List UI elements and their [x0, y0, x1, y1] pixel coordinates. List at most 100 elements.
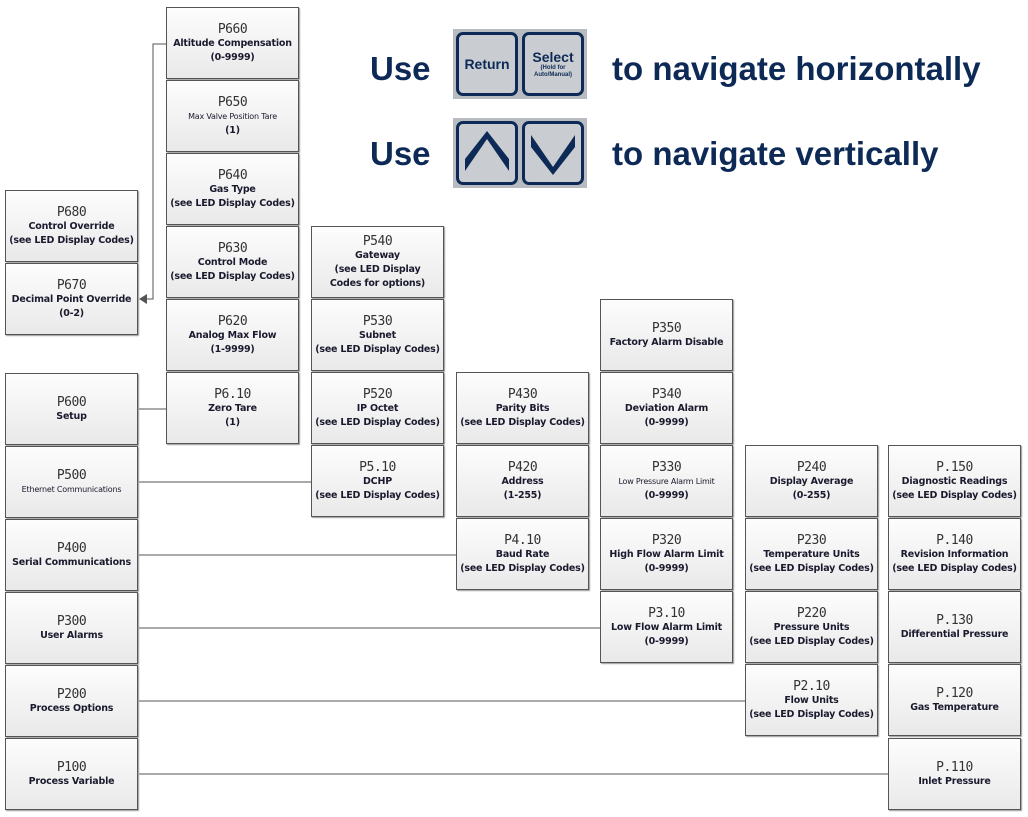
parameter-code: P.150 [936, 459, 973, 475]
parameter-code: P320 [651, 532, 682, 548]
parameter-range: (see LED Display Codes) [315, 343, 440, 355]
parameter-title: Process Options [29, 702, 114, 714]
parameter-title: Factory Alarm Disable [609, 336, 724, 348]
select-key-sub: (Hold for Auto/Manual) [534, 65, 572, 78]
parameter-code: P100 [56, 759, 87, 775]
parameter-code: P430 [507, 386, 538, 402]
parameter-code: P300 [56, 613, 87, 629]
parameter-code: P630 [217, 240, 248, 256]
vertical-text: to navigate vertically [612, 135, 939, 172]
parameter-code: P.120 [936, 685, 973, 701]
parameter-range: (see LED Display Codes) [170, 197, 295, 209]
parameter-code: P670 [56, 277, 87, 293]
parameter-title: Diagnostic Readings [901, 475, 1008, 487]
use-label-1: Use [370, 50, 431, 87]
parameter-title: Decimal Point Override [11, 293, 132, 305]
parameter-title: Process Variable [28, 775, 115, 787]
select-key: Select(Hold for Auto/Manual) [522, 32, 584, 96]
parameter-code: P220 [796, 605, 827, 621]
parameter-range: (0-9999) [644, 489, 689, 501]
parameter-range: (0-9999) [644, 635, 689, 647]
parameter-code: P200 [56, 686, 87, 702]
parameter-range: (1-255) [503, 489, 542, 501]
parameter-title: Ethernet Communications [21, 484, 122, 494]
parameter-range: (see LED Display Codes) [315, 416, 440, 428]
parameter-title: User Alarms [40, 629, 103, 641]
parameter-title: Altitude Compensation [173, 37, 292, 49]
horizontal-text: to navigate horizontally [612, 50, 981, 87]
parameter-code: P620 [217, 313, 248, 329]
parameter-title: Gas Temperature [910, 701, 999, 713]
parameter-range: (see LED Display Codes) [170, 270, 295, 282]
parameter-range: (0-2) [59, 307, 84, 319]
parameter-title: Control Mode [197, 256, 268, 268]
parameter-range: (see LED Display Codes) [749, 635, 874, 647]
parameter-range: (0-9999) [644, 562, 689, 574]
parameter-range: (see LED Display Codes) [460, 416, 585, 428]
parameter-code: P.130 [936, 612, 973, 628]
select-key-label: Select [532, 49, 574, 65]
parameter-title: Differential Pressure [900, 628, 1009, 640]
parameter-title: Inlet Pressure [918, 775, 991, 787]
parameter-code: P660 [217, 21, 248, 37]
wrap-arrow-line [146, 43, 166, 300]
parameter-code: P640 [217, 167, 248, 183]
parameter-range: (see LED Display Codes) [749, 708, 874, 720]
parameter-code: P330 [651, 459, 682, 475]
parameter-range: (see LED Display Codes) [315, 489, 440, 501]
parameter-range: (0-255) [792, 489, 831, 501]
parameter-code: P2.10 [793, 678, 830, 694]
parameter-range: (see LED Display Codes) [749, 562, 874, 574]
parameter-range: (0-9999) [644, 416, 689, 428]
parameter-title: Revision Information [900, 548, 1009, 560]
parameter-range: (see LED Display Codes) [9, 234, 134, 246]
return-key: Return [456, 32, 518, 96]
parameter-code: P.110 [936, 759, 973, 775]
parameter-title: Address [501, 475, 544, 487]
return-key-label: Return [464, 56, 510, 72]
parameter-title: Gateway [355, 249, 400, 261]
parameter-title: Max Valve Position Tare [188, 111, 277, 121]
parameter-code: P340 [651, 386, 682, 402]
parameter-code: P500 [56, 467, 87, 483]
parameter-title: Parity Bits [495, 402, 550, 414]
parameter-code: P650 [217, 94, 248, 110]
parameter-code: P5.10 [359, 459, 396, 475]
parameter-title: Display Average [769, 475, 854, 487]
parameter-range: (see LED Display Codes) [892, 489, 1017, 501]
parameter-title: Low Flow Alarm Limit [611, 621, 722, 633]
parameter-title: Low Pressure Alarm Limit [618, 476, 715, 486]
parameter-range: (1-9999) [210, 343, 255, 355]
horizontal-keys: Return Select(Hold for Auto/Manual) [453, 29, 587, 99]
parameter-title: High Flow Alarm Limit [609, 548, 724, 560]
parameter-code: P240 [796, 459, 827, 475]
parameter-title: Subnet [359, 329, 396, 341]
parameter-code: P4.10 [504, 532, 541, 548]
parameter-code: P680 [56, 204, 87, 220]
parameter-range: (see LED Display Codes for options) [329, 263, 426, 289]
